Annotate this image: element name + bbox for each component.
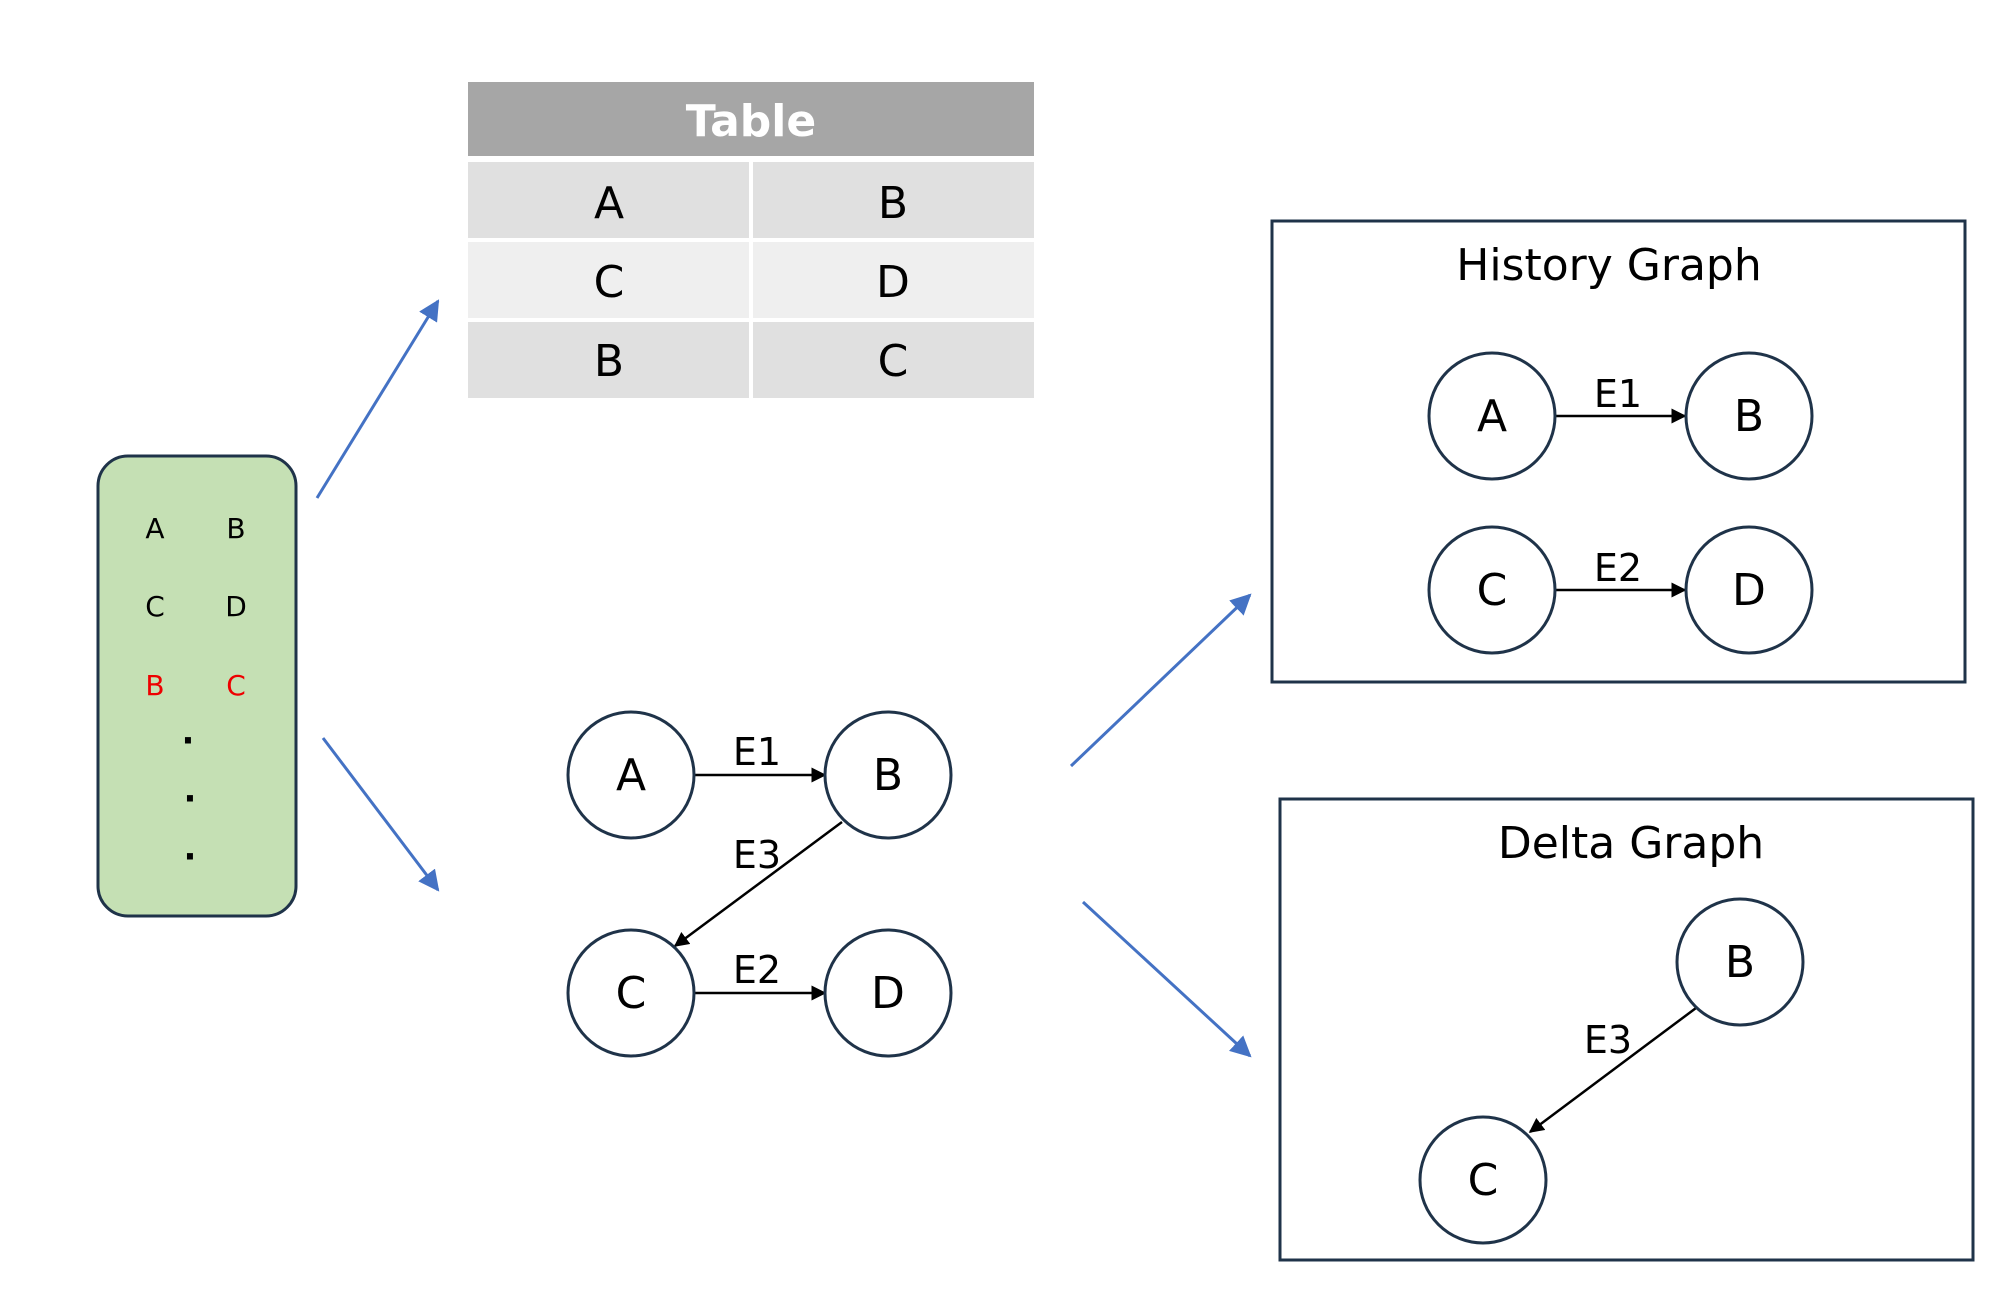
arrow-graph-to-delta	[1081, 900, 1252, 1058]
edge-label-e2: E2	[733, 948, 781, 992]
graph-node-b-label: B	[873, 750, 903, 801]
stream-row-2-left: C	[145, 590, 165, 623]
stream-row-3-left-highlight: B	[145, 669, 164, 702]
full-graph: E1 E3 E2 A B C D	[566, 710, 953, 1058]
delta-edge-e3	[1528, 1006, 1697, 1134]
delta-node-b	[1675, 897, 1805, 1027]
delta-node-b-label: B	[1725, 937, 1755, 988]
history-node-d-label: D	[1732, 565, 1766, 616]
stream-ellipsis-dot-1: ·	[182, 721, 195, 761]
history-graph-frame	[1270, 219, 1967, 684]
delta-edge-label-e3: E3	[1584, 1018, 1632, 1062]
graph-node-d-label: D	[871, 968, 905, 1019]
edge-label-e3: E3	[733, 833, 781, 877]
stream-ellipsis-dot-3: ·	[184, 837, 197, 877]
table-cell: B	[594, 336, 624, 387]
edge-e3	[673, 820, 843, 948]
graph-node-a	[566, 710, 696, 840]
graph-node-c	[566, 928, 696, 1058]
history-edge-label-e2: E2	[1594, 546, 1642, 590]
graph-node-d	[823, 928, 953, 1058]
history-node-c-label: C	[1477, 565, 1508, 616]
table-cell: D	[876, 257, 910, 308]
stream-row-1-left: A	[145, 512, 164, 545]
graph-node-b	[823, 710, 953, 840]
delta-graph-title: Delta Graph	[1498, 818, 1764, 869]
stream-row-1-right: B	[226, 512, 245, 545]
edge-label-e1: E1	[733, 730, 781, 774]
stream-box: A B C D B C · · ·	[96, 454, 298, 918]
history-node-a-label: A	[1477, 391, 1507, 442]
graph-node-c-label: C	[616, 968, 647, 1019]
history-node-c	[1427, 525, 1557, 655]
table-cell: C	[878, 336, 909, 387]
stream-row-2-right: D	[225, 590, 247, 623]
history-node-b-label: B	[1734, 391, 1764, 442]
table-cell: B	[878, 178, 908, 229]
history-node-b	[1684, 351, 1814, 481]
delta-node-c-label: C	[1468, 1155, 1499, 1206]
delta-graph-frame	[1278, 797, 1975, 1262]
arrow-stream-to-table	[315, 299, 440, 499]
table-title: Table	[686, 96, 816, 147]
table-header	[468, 82, 1034, 156]
edge-table: Table A B C D B C	[468, 82, 1034, 398]
history-node-a	[1427, 351, 1557, 481]
stream-row-3-right-highlight: C	[226, 669, 246, 702]
stream-ellipsis-dot-2: ·	[184, 779, 197, 819]
history-edge-label-e1: E1	[1594, 372, 1642, 416]
history-node-d	[1684, 525, 1814, 655]
table-cell: C	[594, 257, 625, 308]
stream-box-background	[96, 454, 298, 918]
history-graph-title: History Graph	[1456, 240, 1762, 291]
arrow-stream-to-graph	[321, 737, 440, 892]
delta-graph-panel: Delta Graph E3 B C	[1278, 797, 1975, 1262]
table-cell: A	[594, 178, 624, 229]
arrow-graph-to-history	[1069, 593, 1252, 768]
history-graph-panel: History Graph E1 E2 A B C D	[1270, 219, 1967, 684]
graph-node-a-label: A	[616, 750, 646, 801]
delta-node-c	[1418, 1115, 1548, 1245]
